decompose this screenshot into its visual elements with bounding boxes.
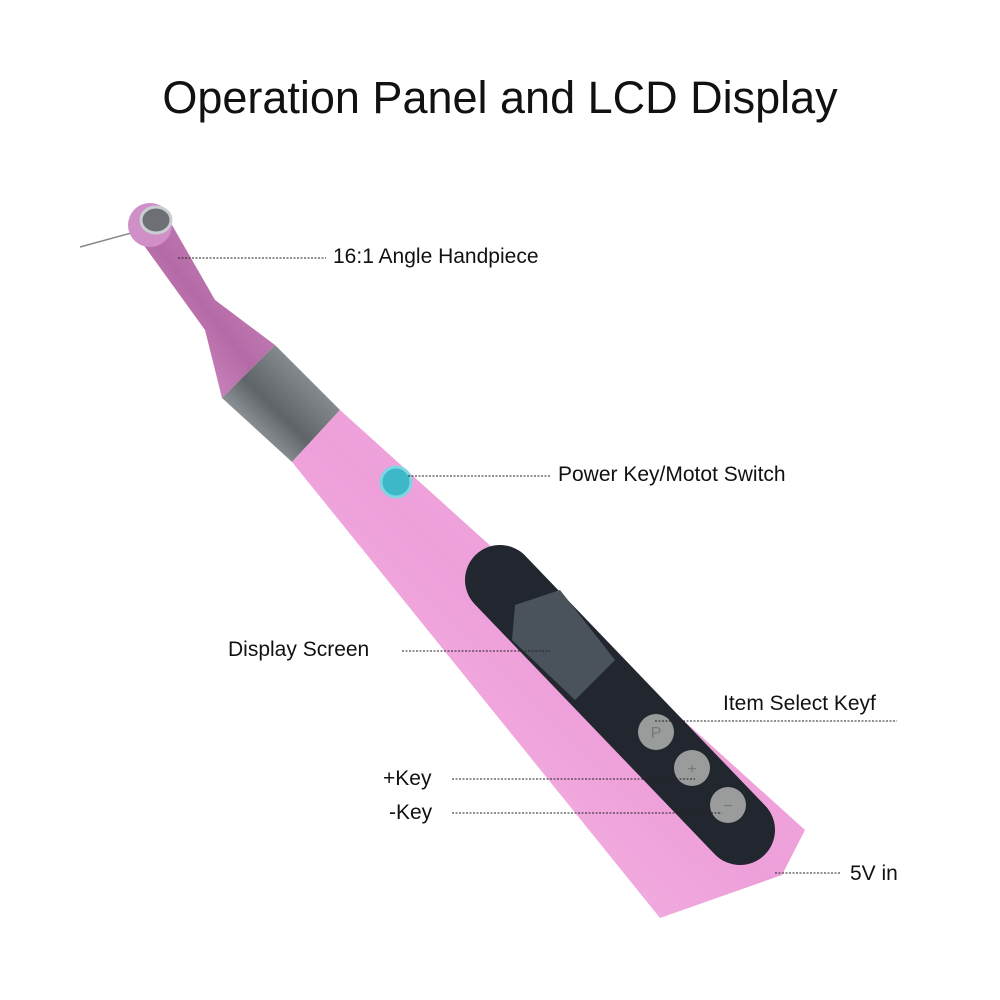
plus-key[interactable] (674, 750, 710, 786)
minus-key[interactable] (710, 787, 746, 823)
label-handpiece: 16:1 Angle Handpiece (333, 245, 539, 268)
plus-key-glyph: + (687, 761, 696, 778)
power-button[interactable] (379, 465, 413, 499)
minus-key-glyph: − (723, 798, 732, 815)
page-title: Operation Panel and LCD Display (162, 72, 838, 123)
label-power-key: Power Key/Motot Switch (558, 463, 786, 486)
label-minus-key: -Key (389, 801, 433, 824)
handpiece-neck (140, 225, 275, 398)
p-key[interactable] (638, 714, 674, 750)
head-cap (139, 205, 173, 235)
lcd-screen (512, 590, 615, 700)
silver-collar (222, 345, 340, 462)
label-5v-in: 5V in (850, 862, 898, 885)
p-key-glyph: P (651, 725, 662, 742)
label-display-screen: Display Screen (228, 638, 370, 661)
label-plus-key: +Key (383, 767, 432, 790)
label-item-select: Item Select Keyf (723, 692, 876, 715)
file-needle (79, 231, 136, 248)
